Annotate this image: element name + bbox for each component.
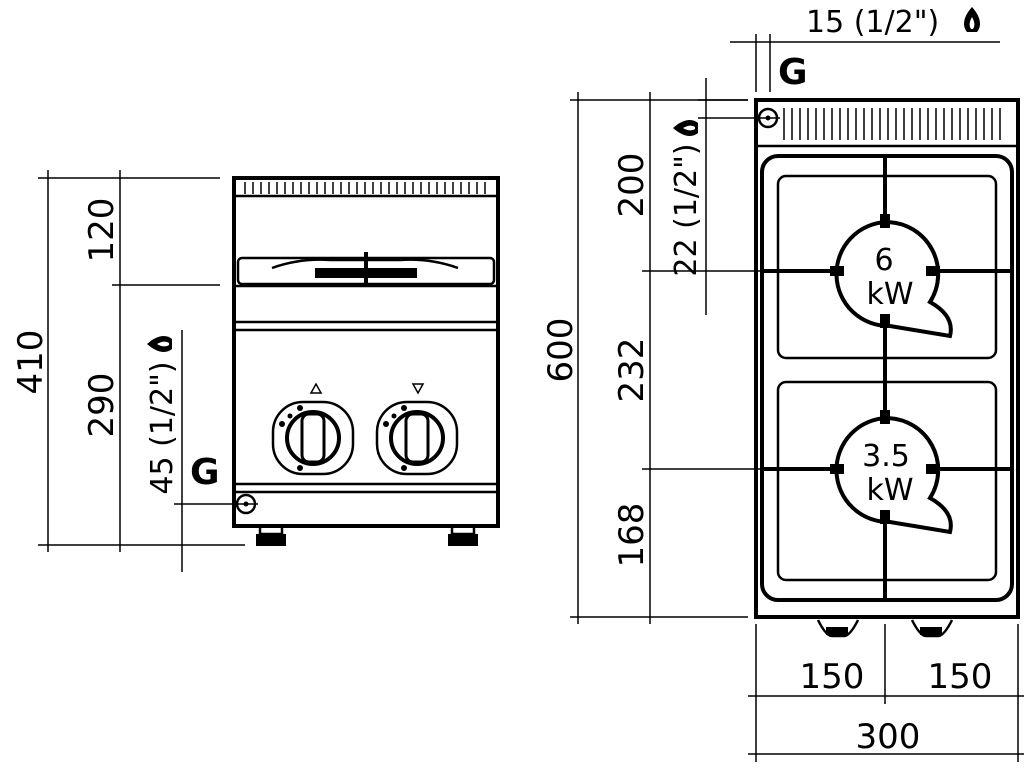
dim-gas-top-offset: 22 (1/2") [669,78,760,315]
dim-290-label: 290 [82,373,122,438]
dim-200-label: 200 [612,153,652,218]
dim-300-label: 300 [856,717,921,757]
dim-width: 150 150 300 [748,624,1024,762]
control-knob-right [375,383,459,476]
appliance-top: 6 kW 3.5 kW [754,98,1020,638]
pan-support-front [236,252,496,288]
dim-168-label: 168 [612,503,652,568]
burner-front-power-unit: kW [866,473,913,508]
dim-sections: 120 290 [82,170,220,552]
front-view: 410 120 290 45 (1/2") G [11,170,500,572]
dim-gas-height: 45 (1/2") G [145,330,238,572]
appliance-front [232,176,500,546]
top-vents [758,108,1016,148]
gas-connector-icon-top [756,107,780,129]
dim-depth: 600 200 232 168 [541,92,770,624]
gas-flame-icon [147,336,172,352]
burner-front: 3.5 kW [762,384,1012,600]
control-panel [236,320,496,494]
front-feet [256,524,478,546]
dim-total-height: 410 [11,170,245,552]
dim-gas-side-offset: 15 (1/2") G [730,5,1000,93]
dim-gas-height-label: 45 (1/2") [145,361,180,494]
burner-back-power-unit: kW [866,277,913,312]
gas-connection-label-top: G [778,52,808,93]
dim-150-right-label: 150 [928,657,993,697]
dim-232-label: 232 [612,338,652,403]
dim-gas-side-offset-label: 15 (1/2") [806,5,939,40]
dim-150-left-label: 150 [800,657,865,697]
gas-connection-label: G [190,452,220,493]
dim-600-label: 600 [541,318,581,383]
burner-front-power-value: 3.5 [862,439,910,474]
burner-back: 6 kW [762,156,1012,384]
control-knob-left [271,382,355,476]
dim-120-label: 120 [82,198,122,263]
dim-410-label: 410 [11,330,51,395]
top-feet [816,619,954,638]
gas-flame-icon-side [673,120,698,136]
dim-gas-top-offset-label: 22 (1/2") [669,143,704,276]
gas-connector-icon [234,493,258,515]
burner-back-power-value: 6 [874,243,893,278]
gas-flame-icon-top [964,7,980,32]
backsplash-vents [236,182,496,198]
top-view: 15 (1/2") G 22 (1/2") 600 200 23 [541,5,1024,762]
